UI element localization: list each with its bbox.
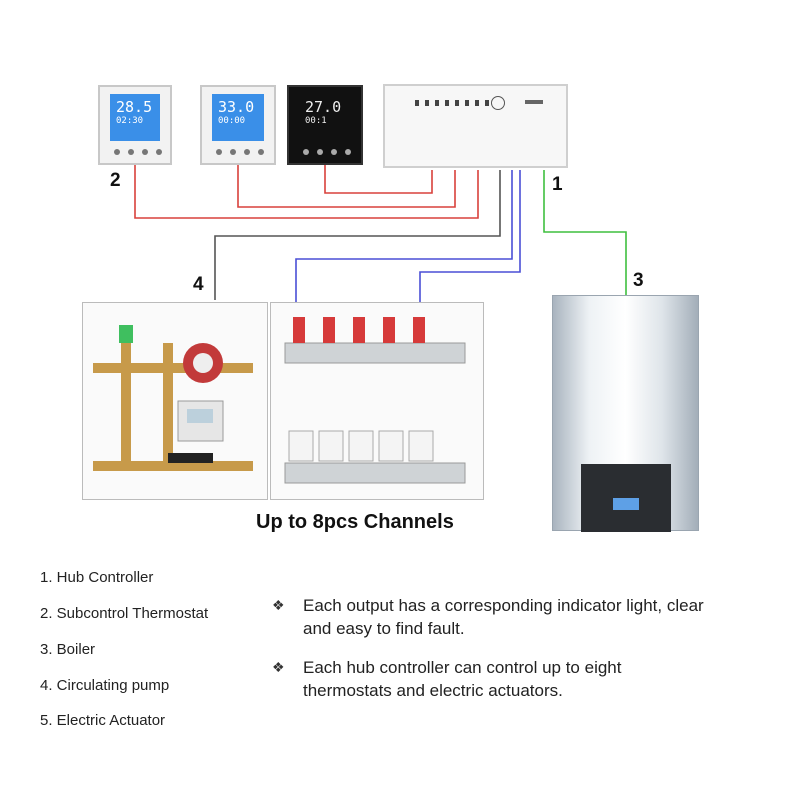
legend-item-pump: 4. Circulating pump [40, 677, 170, 694]
bullet-control-capacity-line2: thermostats and electric actuators. [303, 681, 563, 700]
bullet-indicator-light-line2: and easy to find fault. [303, 619, 465, 638]
bullet-indicator-light-line1: Each output has a corresponding indicato… [303, 596, 704, 615]
thermostat-3-wire [324, 165, 433, 194]
thermostat-2-wire [237, 165, 456, 208]
thermostat-3-screen: 27.0 00:1 [299, 94, 351, 141]
manifold-photo [270, 302, 484, 500]
legend-item-actuator: 5. Electric Actuator [40, 712, 166, 729]
thermostat-1-sub: 02:30 [116, 116, 144, 126]
circulating-pump-photo [82, 302, 268, 500]
thermostat-3: 27.0 00:1 [287, 85, 363, 165]
bullet-control-capacity: Each hub controller can control up to ei… [303, 656, 621, 702]
thermostat-2-sub: 00:00 [218, 116, 246, 126]
channels-caption: Up to 8pcs Channels [256, 511, 454, 533]
label-number-pump: 4 [193, 274, 204, 295]
thermostat-1-wire [134, 165, 479, 219]
thermostat-1: 28.5 02:30 [98, 85, 172, 165]
manifold-illustration [284, 317, 466, 484]
thermostat-2: 33.0 00:00 [200, 85, 276, 165]
thermostat-1-temp: 28.5 [116, 98, 153, 116]
legend-item-thermostat: 2. Subcontrol Thermostat [40, 605, 209, 622]
thermostat-2-temp: 33.0 [218, 98, 255, 116]
bullet-icon: ❖ [272, 659, 285, 675]
pump-wire [214, 170, 501, 300]
thermostat-3-temp: 27.0 [305, 98, 342, 116]
bullet-icon: ❖ [272, 597, 285, 613]
boiler [552, 295, 699, 532]
thermostat-2-screen: 33.0 00:00 [212, 94, 264, 141]
thermostat-1-screen: 28.5 02:30 [110, 94, 160, 141]
bullet-indicator-light: Each output has a corresponding indicato… [303, 594, 704, 640]
pump-illustration [93, 325, 253, 471]
boiler-wire [543, 170, 627, 297]
label-number-hub: 1 [552, 174, 563, 195]
legend-item-hub-controller: 1. Hub Controller [40, 569, 154, 586]
thermostat-3-sub: 00:1 [305, 116, 327, 126]
legend-item-boiler: 3. Boiler [40, 641, 96, 658]
bullet-control-capacity-line1: Each hub controller can control up to ei… [303, 658, 622, 677]
wiring-diagram [134, 165, 627, 428]
hub-controller [383, 84, 568, 168]
label-number-thermostat: 2 [110, 170, 121, 191]
label-number-boiler: 3 [633, 270, 644, 291]
